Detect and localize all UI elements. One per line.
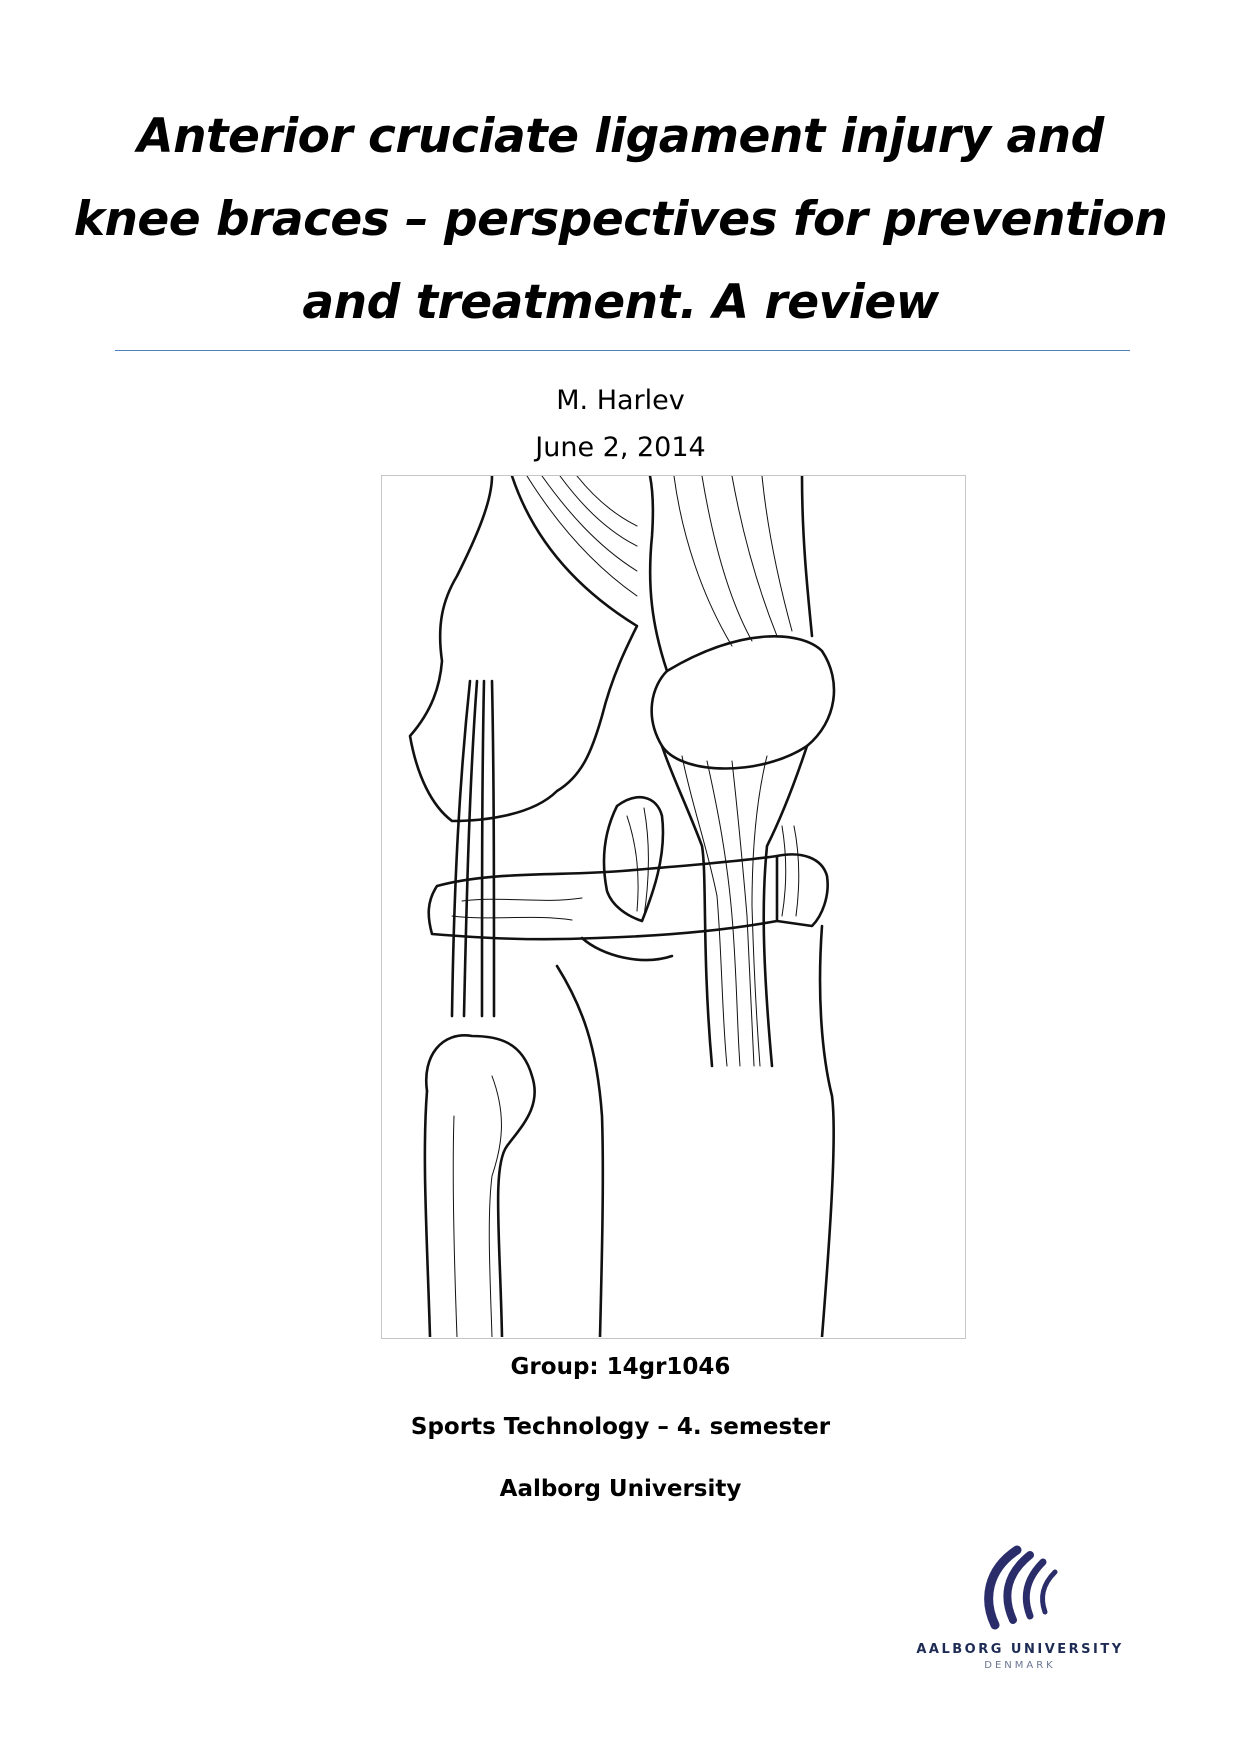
title-divider (115, 350, 1130, 351)
author: M. Harlev (556, 385, 685, 416)
title-line-1: Anterior cruciate ligament injury and (137, 109, 1104, 164)
logo-name: AALBORG UNIVERSITY (916, 1642, 1124, 1657)
group-label: Group: 14gr1046 (510, 1354, 731, 1380)
logo-country: DENMARK (984, 1660, 1056, 1671)
knee-anatomy-figure (381, 475, 966, 1339)
aau-wave-icon (984, 1545, 1058, 1630)
university-label: Aalborg University (499, 1476, 742, 1502)
knee-anatomy-illustration (408, 476, 836, 1337)
title-line-3: and treatment. A review (302, 275, 939, 330)
course-label: Sports Technology – 4. semester (410, 1414, 831, 1440)
title-line-2: knee braces – perspectives for preventio… (73, 192, 1168, 247)
aalborg-university-logo: AALBORG UNIVERSITY DENMARK (905, 1540, 1135, 1680)
publication-date: June 2, 2014 (535, 432, 706, 463)
document-title: Anterior cruciate ligament injury and kn… (60, 95, 1181, 344)
